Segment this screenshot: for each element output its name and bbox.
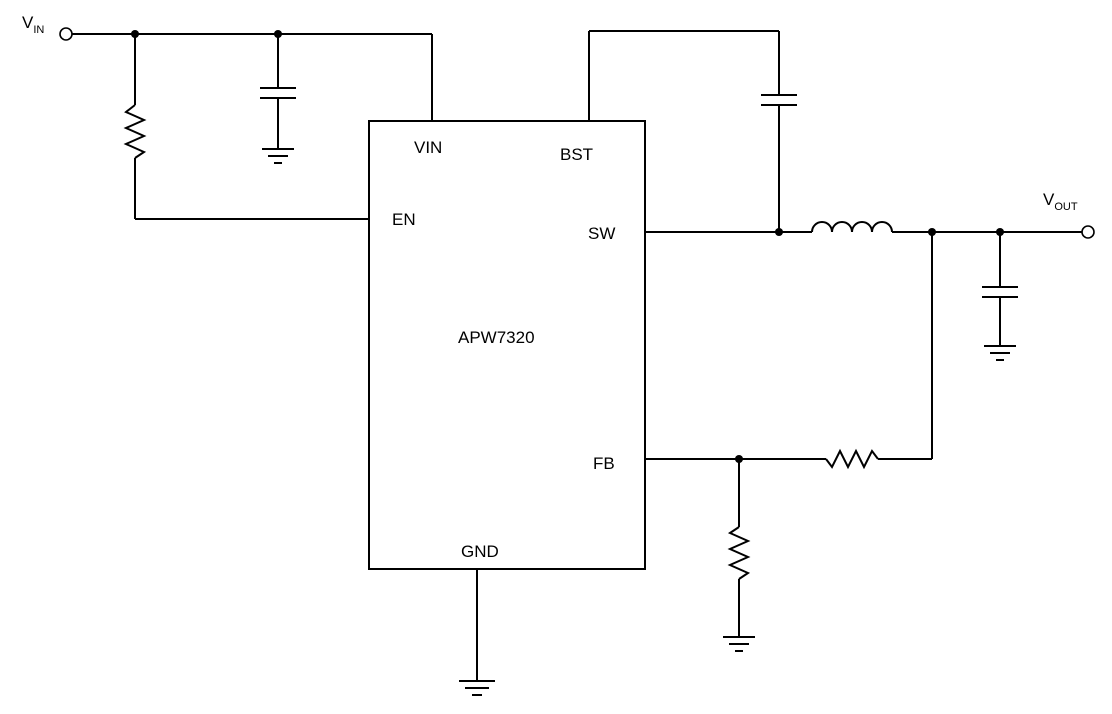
feedback-lower-resistor: [727, 459, 751, 636]
pin-label-bst: BST: [560, 145, 594, 164]
output-inductor: [811, 221, 893, 233]
ic-ground-symbol: [459, 680, 495, 696]
vout-terminal-label: VOUT: [1043, 190, 1078, 213]
vin-label-sub: IN: [33, 24, 45, 36]
vin-label-main: V: [22, 13, 34, 32]
input-capacitor: [260, 34, 296, 148]
input-cap-ground-symbol: [262, 148, 294, 164]
output-cap-ground-symbol: [984, 345, 1016, 361]
junction-dot-vin-capacitor: [274, 30, 282, 38]
ic-body: [368, 120, 646, 570]
fb-ground-symbol: [723, 636, 755, 652]
vin-rail: [72, 33, 433, 121]
vout-terminal: [1081, 225, 1095, 239]
junction-dot-vout-capacitor: [996, 228, 1004, 236]
output-capacitor: [982, 232, 1018, 345]
pin-label-gnd: GND: [461, 542, 499, 561]
pin-label-en: EN: [392, 210, 416, 229]
junction-dot-sw: [775, 228, 783, 236]
junction-dot-vout-feedback: [928, 228, 936, 236]
pin-label-sw: SW: [588, 224, 616, 243]
bootstrap-capacitor: [588, 30, 797, 232]
junction-dot-fb: [735, 455, 743, 463]
ic-part-number: APW7320: [458, 328, 535, 347]
vin-terminal: [59, 27, 73, 41]
vout-label-main: V: [1043, 190, 1055, 209]
pin-label-vin: VIN: [414, 138, 443, 157]
en-resistor: [123, 34, 369, 220]
junction-dot-vin-resistor: [131, 30, 139, 38]
pin-label-fb: FB: [593, 454, 615, 473]
feedback-upper-resistor: [645, 232, 933, 470]
vout-label-sub: OUT: [1054, 201, 1078, 213]
vin-terminal-label: VIN: [22, 13, 44, 36]
